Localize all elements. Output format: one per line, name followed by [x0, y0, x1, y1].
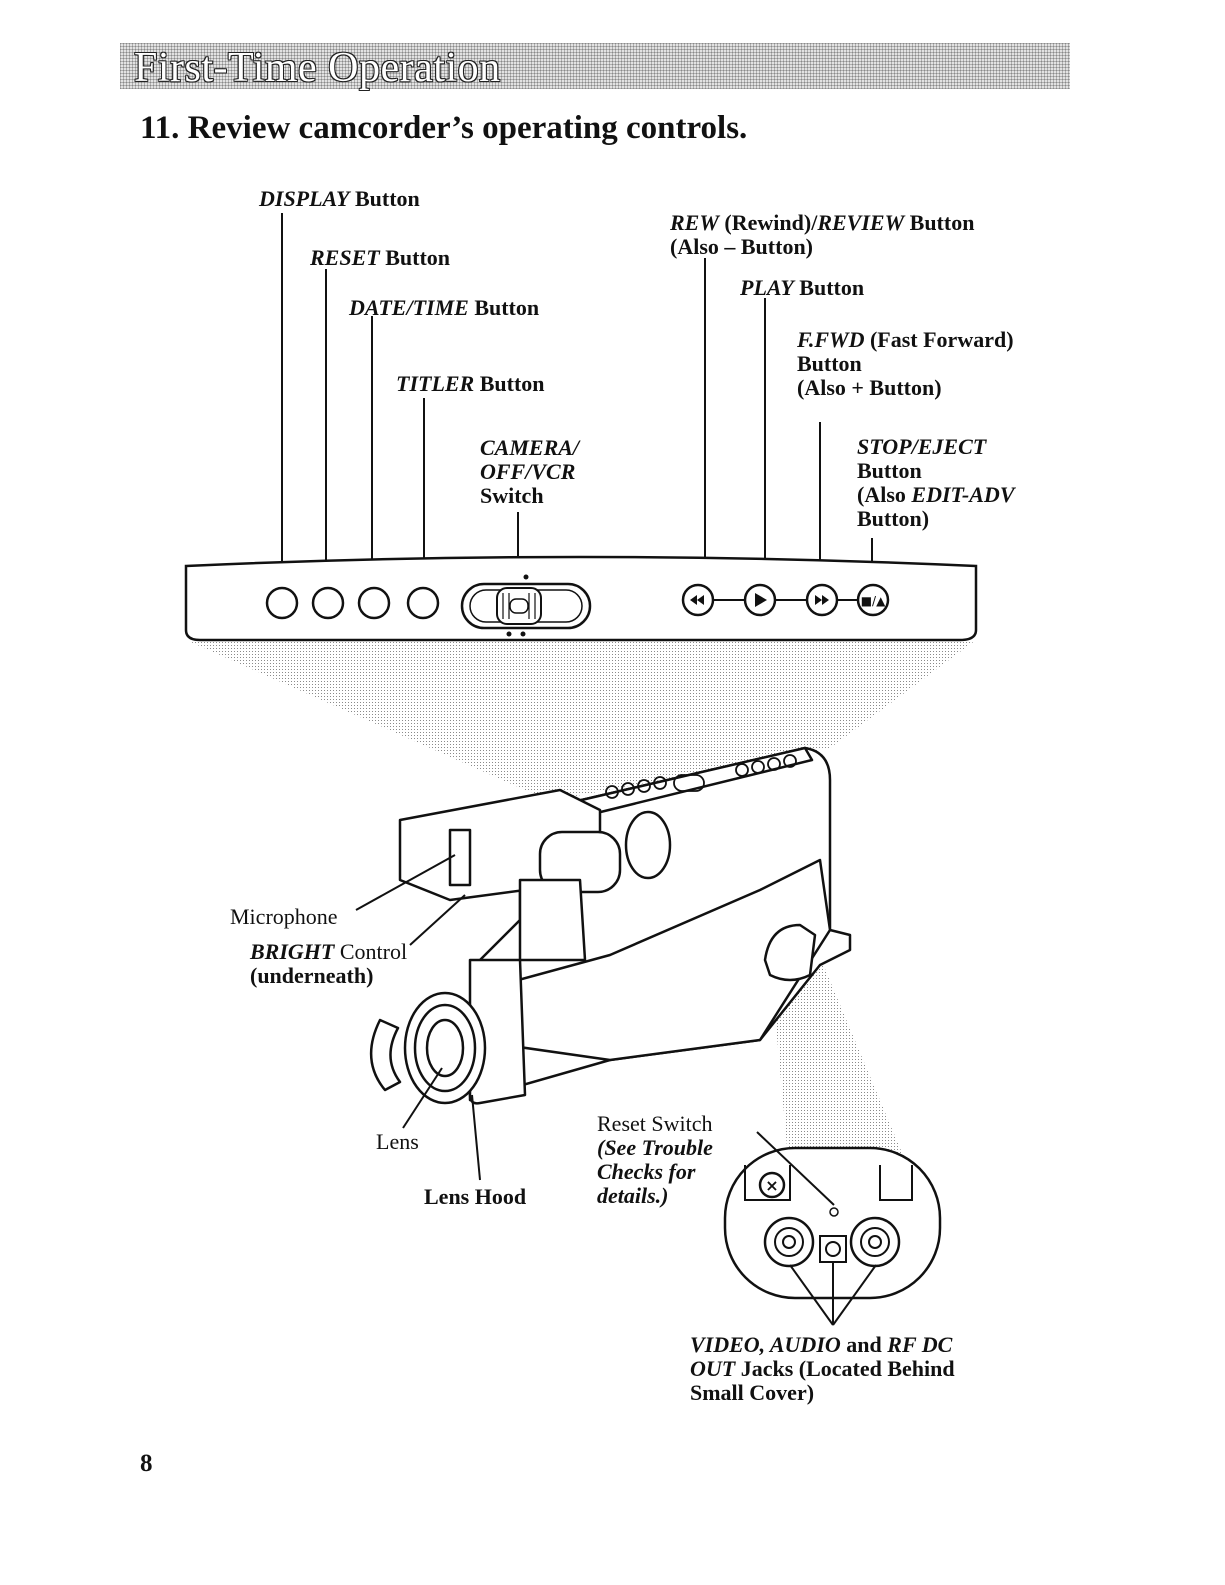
- stop-eject-button: [856, 583, 890, 617]
- reset-switch-label: Reset Switch (See Trouble Checks for det…: [597, 1111, 713, 1208]
- display-button: [265, 586, 299, 620]
- remote-jack-icon: [758, 1171, 786, 1199]
- rew-review-button-label: REW (Rewind)/REVIEW Button (Also – Butto…: [670, 210, 975, 259]
- step-heading: 11. Review camcorder’s operating control…: [140, 110, 748, 146]
- camcorder-body: [369, 746, 852, 1105]
- date-time-button: [357, 586, 391, 620]
- ffwd-button-label: F.FWD (Fast Forward) Button (Also + Butt…: [797, 327, 1014, 400]
- lens-hood-label: Lens Hood: [424, 1184, 527, 1209]
- date-time-button-label: DATE/TIME Button: [349, 295, 540, 320]
- jack-projection: [770, 945, 905, 1180]
- av-jacks-label: VIDEO, AUDIO and RF DC OUT Jacks (Locate…: [690, 1332, 955, 1405]
- display-button-label: DISPLAY Button: [259, 186, 420, 211]
- section-title: First-Time Operation: [134, 45, 501, 91]
- titler-button-label: TITLER Button: [396, 371, 545, 396]
- camera-off-vcr-switch-label: CAMERA/ OFF/VCR Switch: [480, 435, 580, 508]
- control-panel: ■/▲: [184, 555, 978, 642]
- panel-projection: [186, 640, 976, 800]
- bright-control-label: BRIGHT Control (underneath): [250, 939, 408, 988]
- lens-label: Lens: [376, 1129, 419, 1154]
- camera-off-vcr-switch: [460, 574, 592, 637]
- svg-text:×: ×: [765, 1176, 778, 1195]
- jack-panel: ×: [723, 1146, 942, 1300]
- reset-switch-hole: [829, 1207, 839, 1217]
- svg-text:■/▲: ■/▲: [861, 594, 886, 608]
- titler-button: [406, 586, 440, 620]
- transport-buttons: ■/▲: [681, 583, 890, 617]
- stop-eject-button-label: STOP/EJECT Button (Also EDIT-ADV Button): [857, 434, 1015, 531]
- reset-button-label: RESET Button: [310, 245, 450, 270]
- reset-button: [311, 586, 345, 620]
- play-button-label: PLAY Button: [740, 275, 865, 300]
- microphone-label: Microphone: [230, 904, 338, 929]
- section-banner: First-Time Operation: [120, 43, 1070, 91]
- bottom-leader-lines: [355, 854, 877, 1326]
- page-number: 8: [140, 1450, 153, 1477]
